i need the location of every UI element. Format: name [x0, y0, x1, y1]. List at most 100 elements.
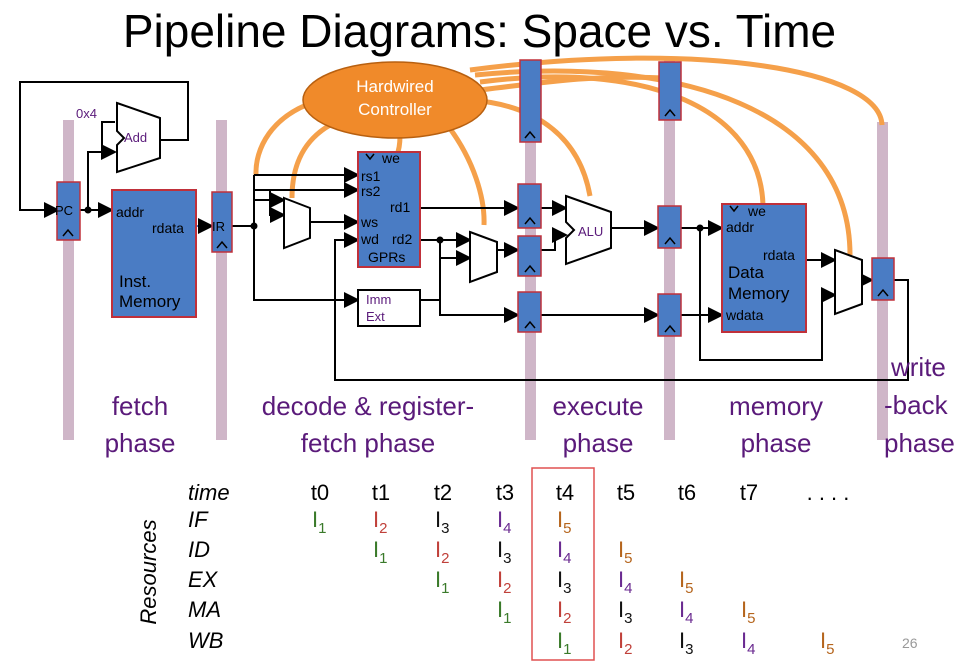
clock-icon: [524, 320, 536, 329]
clock-icon: [664, 236, 676, 245]
controller-label-line1: Hardwired: [356, 77, 433, 96]
time-header: t2: [434, 480, 452, 505]
instruction-cell: I4: [557, 537, 571, 567]
decode-phase-line2: fetch phase: [301, 428, 435, 458]
gpr-rd2-port: rd2: [392, 231, 412, 247]
alu-label: ALU: [578, 224, 603, 239]
time-header: t3: [496, 480, 514, 505]
time-header: t6: [678, 480, 696, 505]
fetch-phase-line2: phase: [105, 428, 176, 458]
ir-label: IR: [212, 219, 225, 234]
wire-junction: [250, 222, 258, 230]
instruction-cell: I3: [435, 507, 449, 537]
clock-icon: [664, 324, 676, 333]
clock-icon: [524, 216, 536, 225]
instruction-cell: I1: [373, 537, 387, 567]
data-memory: [721, 203, 807, 333]
instruction-cell: I2: [557, 597, 571, 627]
time-header: t4: [556, 480, 574, 505]
instruction-cell: I1: [557, 628, 571, 658]
resources-axis-label: Resources: [136, 519, 161, 624]
imm-ext-label-line1: Imm: [366, 292, 391, 307]
clock-icon: [365, 153, 375, 161]
wire-junction: [436, 236, 444, 244]
instruction-cell: I5: [820, 628, 834, 658]
highlight-column-t4: [531, 467, 595, 661]
instruction-cell: I4: [618, 567, 632, 597]
execute-phase-line1: execute: [552, 391, 643, 421]
dmem-label-line1: Data: [728, 263, 764, 282]
resource-row-label: ID: [188, 537, 210, 562]
imem-label-line1: Inst.: [119, 272, 151, 291]
gpr-ws-port: ws: [360, 214, 378, 230]
imm-ext-label-line2: Ext: [366, 309, 385, 324]
instruction-memory: [111, 189, 197, 318]
instruction-cell: I2: [373, 507, 387, 537]
register-file: [357, 151, 421, 268]
gpr-rs2-port: rs2: [361, 183, 381, 199]
datapath-wires: [19, 81, 909, 381]
resource-row-label: EX: [188, 567, 219, 592]
control-lines: [253, 55, 885, 256]
writeback-phase-line3: phase: [884, 428, 955, 458]
slide-title: Pipeline Diagrams: Space vs. Time: [122, 5, 837, 57]
dmem-label-line2: Memory: [728, 284, 790, 303]
imem-addr-port: addr: [116, 204, 144, 220]
time-header: t1: [372, 480, 390, 505]
const-0x4: 0x4: [76, 106, 97, 121]
operand-mux: [469, 230, 498, 284]
dmem-addr-port: addr: [726, 219, 754, 235]
pipeline-bar-pc: [63, 120, 74, 440]
time-row-label: time: [188, 480, 230, 505]
gpr-label: GPRs: [368, 249, 405, 265]
gpr-wd-port: wd: [360, 231, 379, 247]
ex-pipeline-registers: [517, 59, 542, 333]
instruction-cell: I2: [435, 537, 449, 567]
instruction-cell: I2: [618, 628, 632, 658]
memory-phase-line1: memory: [729, 391, 823, 421]
instruction-cell: I4: [741, 628, 755, 658]
time-header: t5: [617, 480, 635, 505]
alu: [565, 194, 612, 266]
instruction-cell: I5: [618, 537, 632, 567]
controller-label-line2: Controller: [358, 100, 432, 119]
ir-register: [211, 191, 233, 253]
pipeline-bar-ma: [664, 60, 675, 440]
adder: [116, 101, 161, 174]
pc-register: [56, 181, 81, 241]
instruction-cell: I5: [679, 567, 693, 597]
memory-phase-line2: phase: [741, 428, 812, 458]
adder-label: Add: [124, 130, 147, 145]
ma-pipeline-registers: [657, 61, 682, 337]
pipeline-bar-ir: [216, 120, 227, 440]
page-number: 26: [902, 635, 918, 651]
resource-row-label: IF: [188, 507, 209, 532]
wire-junction: [84, 206, 92, 214]
instruction-cell: I1: [312, 507, 326, 537]
clock-icon: [62, 228, 74, 237]
instruction-cell: I4: [497, 507, 511, 537]
wb-register: [871, 257, 895, 301]
instruction-cell: I3: [618, 597, 632, 627]
wire-junction: [696, 224, 704, 232]
instruction-cell: I3: [557, 567, 571, 597]
clock-icon: [729, 205, 739, 213]
pc-label: PC: [55, 203, 73, 218]
fetch-phase-line1: fetch: [112, 391, 168, 421]
instruction-cell: I2: [497, 567, 511, 597]
hardwired-controller: [302, 61, 488, 139]
resource-row-label: WB: [188, 628, 223, 653]
instruction-cell: I3: [679, 628, 693, 658]
imm-ext-unit: [357, 289, 421, 327]
instruction-cell: I1: [497, 597, 511, 627]
decode-phase-line1: decode & register-: [262, 391, 474, 421]
clock-icon: [524, 130, 536, 139]
writeback-mux: [834, 248, 863, 316]
imem-rdata-port: rdata: [152, 220, 184, 236]
instruction-cell: I1: [435, 567, 449, 597]
